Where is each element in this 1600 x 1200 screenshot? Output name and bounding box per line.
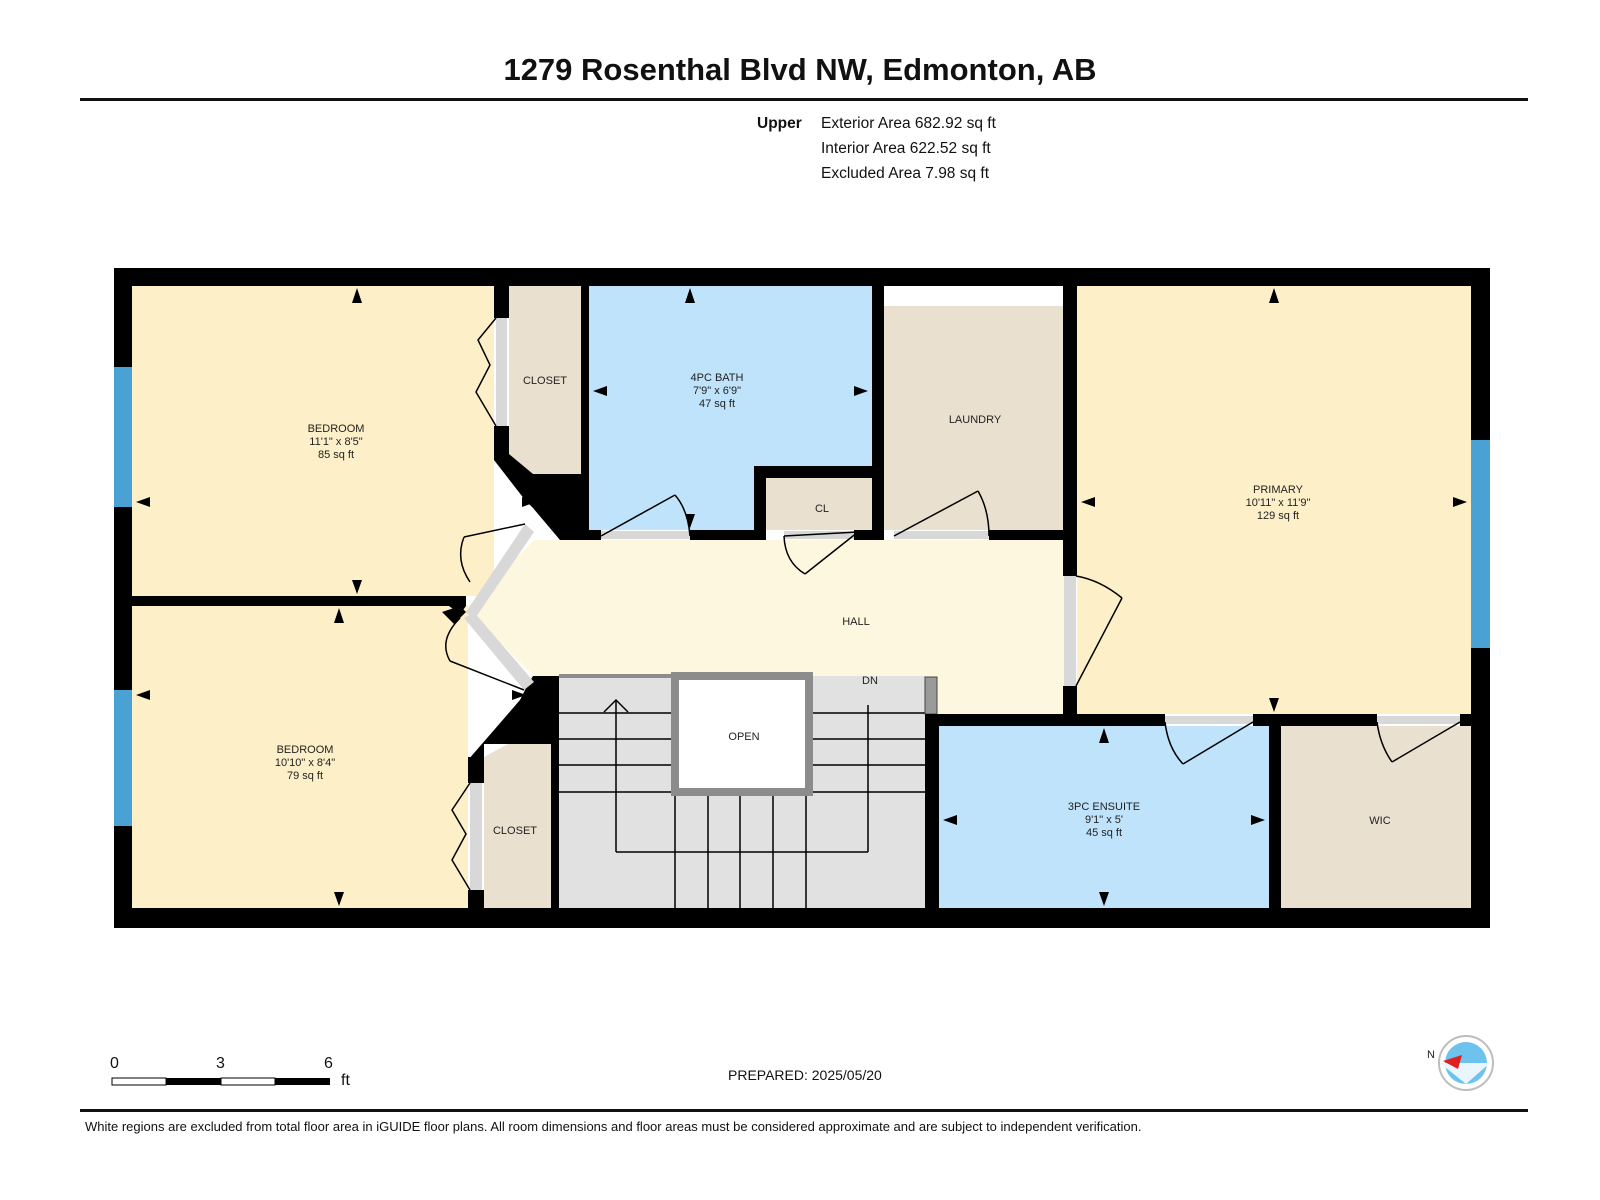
- scale-tick-3: 3: [216, 1055, 225, 1072]
- bedroom-bottom-name: BEDROOM: [277, 744, 334, 756]
- ensuite-dims: 9'1" x 5': [1085, 814, 1123, 826]
- laundry-excluded-strip: [884, 286, 1063, 306]
- ensuite-area: 45 sq ft: [1086, 827, 1122, 839]
- disclaimer-text: White regions are excluded from total fl…: [85, 1119, 1142, 1134]
- window-primary: [1471, 440, 1490, 648]
- closet-top-name: CLOSET: [523, 375, 567, 387]
- bath-name: 4PC BATH: [691, 372, 744, 384]
- scale-tick-0: 0: [110, 1055, 119, 1072]
- ensuite-name: 3PC ENSUITE: [1068, 801, 1140, 813]
- ensuite-floor: [939, 726, 1269, 908]
- primary-name: PRIMARY: [1253, 484, 1304, 496]
- primary-dims: 10'11" x 11'9": [1246, 497, 1311, 509]
- excluded-area: Excluded Area 7.98 sq ft: [821, 165, 990, 182]
- bath-area: 47 sq ft: [699, 398, 735, 410]
- stair-treads: [559, 698, 925, 908]
- footer-rule: [80, 1109, 1528, 1112]
- bedroom-bottom-area: 79 sq ft: [287, 770, 323, 782]
- window-bedroom-top: [114, 367, 132, 507]
- cl-name: CL: [815, 503, 829, 515]
- plan-title: 1279 Rosenthal Blvd NW, Edmonton, AB: [503, 52, 1097, 87]
- prepared-date: PREPARED: 2025/05/20: [728, 1067, 882, 1083]
- scale-bar: [111, 1077, 330, 1086]
- bedroom-top-area: 85 sq ft: [318, 449, 354, 461]
- header-rule: [80, 98, 1528, 101]
- bath-dims: 7'9" x 6'9": [693, 385, 741, 397]
- open-label: OPEN: [728, 731, 759, 743]
- bedroom-top-dims: 11'1" x 8'5": [309, 436, 362, 448]
- level-label: Upper: [757, 115, 802, 132]
- stair-newel-post: [924, 676, 938, 715]
- exterior-area: Exterior Area 682.92 sq ft: [821, 115, 996, 132]
- hall-floor: [466, 540, 1064, 714]
- windows: [114, 367, 1490, 826]
- bedroom-bottom-floor: [132, 606, 468, 908]
- room-labels: BEDROOM 11'1" x 8'5" 85 sq ft BEDROOM 10…: [275, 372, 1391, 839]
- closet-bottom-name: CLOSET: [493, 825, 537, 837]
- scale-tick-6: 6: [324, 1055, 333, 1072]
- laundry-name: LAUNDRY: [949, 414, 1002, 426]
- window-bedroom-bottom: [114, 690, 132, 826]
- open-to-below-rail: [671, 672, 813, 796]
- compass-icon: N: [1427, 1035, 1494, 1091]
- dimension-arrows: [136, 288, 1467, 906]
- cl-floor: [766, 478, 872, 530]
- compass-north-label: N: [1427, 1049, 1435, 1061]
- primary-floor: [1077, 286, 1471, 714]
- wic-floor: [1281, 726, 1471, 908]
- closet-bottom-floor: [484, 744, 551, 908]
- bedroom-top-floor: [132, 286, 494, 596]
- hall-name: HALL: [842, 616, 870, 628]
- door-swings: [445, 317, 1461, 891]
- wic-name: WIC: [1369, 815, 1390, 827]
- stair-down-label: DN: [862, 675, 878, 687]
- bedroom-top-name: BEDROOM: [308, 423, 365, 435]
- closet-top-floor: [509, 286, 581, 474]
- bedroom-bottom-dims: 10'10" x 8'4": [275, 757, 335, 769]
- primary-area: 129 sq ft: [1257, 510, 1299, 522]
- door-openings: [464, 318, 1460, 890]
- interior-area: Interior Area 622.52 sq ft: [821, 140, 991, 157]
- scale-unit: ft: [341, 1072, 350, 1089]
